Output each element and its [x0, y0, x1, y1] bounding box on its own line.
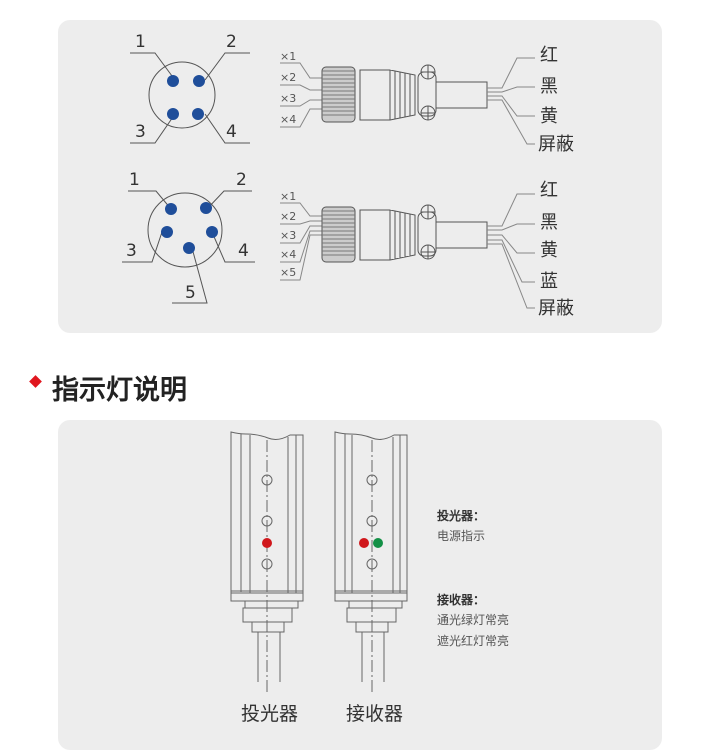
pin-label: 5 — [185, 283, 196, 303]
color-label: 黄 — [540, 106, 558, 127]
pins-5 — [161, 202, 218, 254]
connector-body-1 — [280, 57, 535, 145]
color-label: 屏蔽 — [538, 298, 574, 319]
emitter-heading: 投光器： — [437, 509, 486, 523]
wire-label: ×4 — [280, 113, 297, 126]
pin-label: 1 — [129, 170, 140, 190]
emitter-desc: 电源指示 — [437, 529, 486, 543]
red-indicator — [262, 538, 272, 548]
color-label: 黑 — [540, 212, 558, 233]
receiver-label: 接收器 — [346, 703, 404, 725]
pins-4 — [167, 75, 205, 120]
connector-body-2 — [280, 193, 535, 309]
wire-label: ×2 — [280, 210, 297, 223]
pin-label: 1 — [135, 32, 146, 52]
color-label: 蓝 — [540, 271, 558, 292]
color-label: 红 — [540, 45, 558, 66]
wire-label: ×2 — [280, 71, 297, 84]
emitter-label: 投光器 — [241, 703, 299, 725]
receiver-desc: 遮光红灯常亮 — [437, 634, 510, 648]
pin-label: 2 — [236, 170, 247, 190]
connector-face-4pin — [148, 61, 216, 129]
green-indicator — [373, 538, 383, 548]
wire-label: ×1 — [280, 190, 297, 203]
pin-label: 4 — [238, 241, 249, 261]
wire-label: ×5 — [280, 266, 297, 279]
wire-label: ×1 — [280, 50, 297, 63]
red-indicator — [359, 538, 369, 548]
section-title: 指示灯说明 — [52, 375, 187, 406]
pin-label: 3 — [126, 241, 137, 261]
color-label: 黄 — [540, 240, 558, 261]
receiver-desc: 通光绿灯常亮 — [437, 613, 510, 627]
indicator-panel — [58, 420, 662, 750]
pin-label: 4 — [226, 122, 237, 142]
receiver-heading: 接收器： — [437, 593, 486, 607]
wire-label: ×4 — [280, 248, 297, 261]
color-label: 黑 — [540, 76, 558, 97]
connector-face-5pin — [147, 192, 223, 268]
color-label: 屏蔽 — [538, 134, 574, 155]
wire-label: ×3 — [280, 92, 297, 105]
wire-label: ×3 — [280, 229, 297, 242]
receiver-device — [334, 431, 408, 695]
emitter-device — [230, 431, 304, 695]
pin-label: 2 — [226, 32, 237, 52]
pin-label: 3 — [135, 122, 146, 142]
color-label: 红 — [540, 180, 558, 201]
